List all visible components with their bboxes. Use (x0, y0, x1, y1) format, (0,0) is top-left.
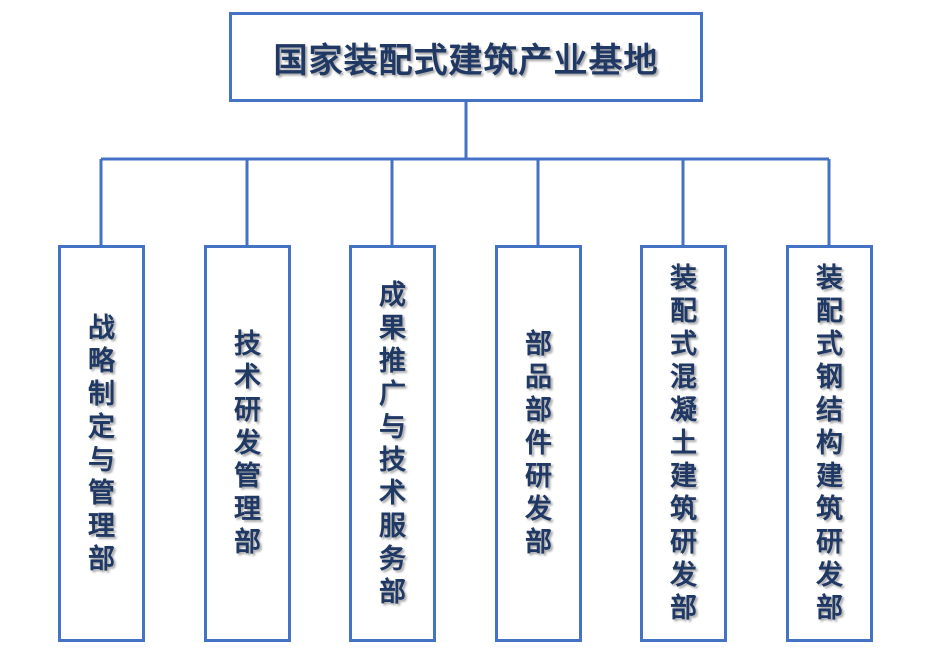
dept-node-components-rd: 部品部件研发部 (495, 245, 582, 642)
dept-node-precast-concrete-rd: 装配式混凝土建筑研发部 (640, 245, 727, 642)
dept-node-steel-structure-rd: 装配式钢结构建筑研发部 (786, 245, 873, 642)
dept-node-promotion-technical-service: 成果推广与技术服务部 (349, 245, 436, 642)
dept-node-label: 装配式混凝土建筑研发部 (670, 263, 697, 624)
root-node-label: 国家装配式建筑产业基地 (273, 40, 659, 81)
dept-node-label: 战略制定与管理部 (88, 312, 115, 575)
dept-node-label: 部品部件研发部 (525, 329, 552, 558)
root-node: 国家装配式建筑产业基地 (229, 12, 703, 102)
dept-node-label: 成果推广与技术服务部 (379, 279, 406, 608)
dept-node-strategy-management: 战略制定与管理部 (58, 245, 145, 642)
dept-node-technology-rd-management: 技术研发管理部 (204, 245, 291, 642)
dept-node-label: 装配式钢结构建筑研发部 (816, 263, 843, 624)
dept-node-label: 技术研发管理部 (234, 329, 261, 558)
